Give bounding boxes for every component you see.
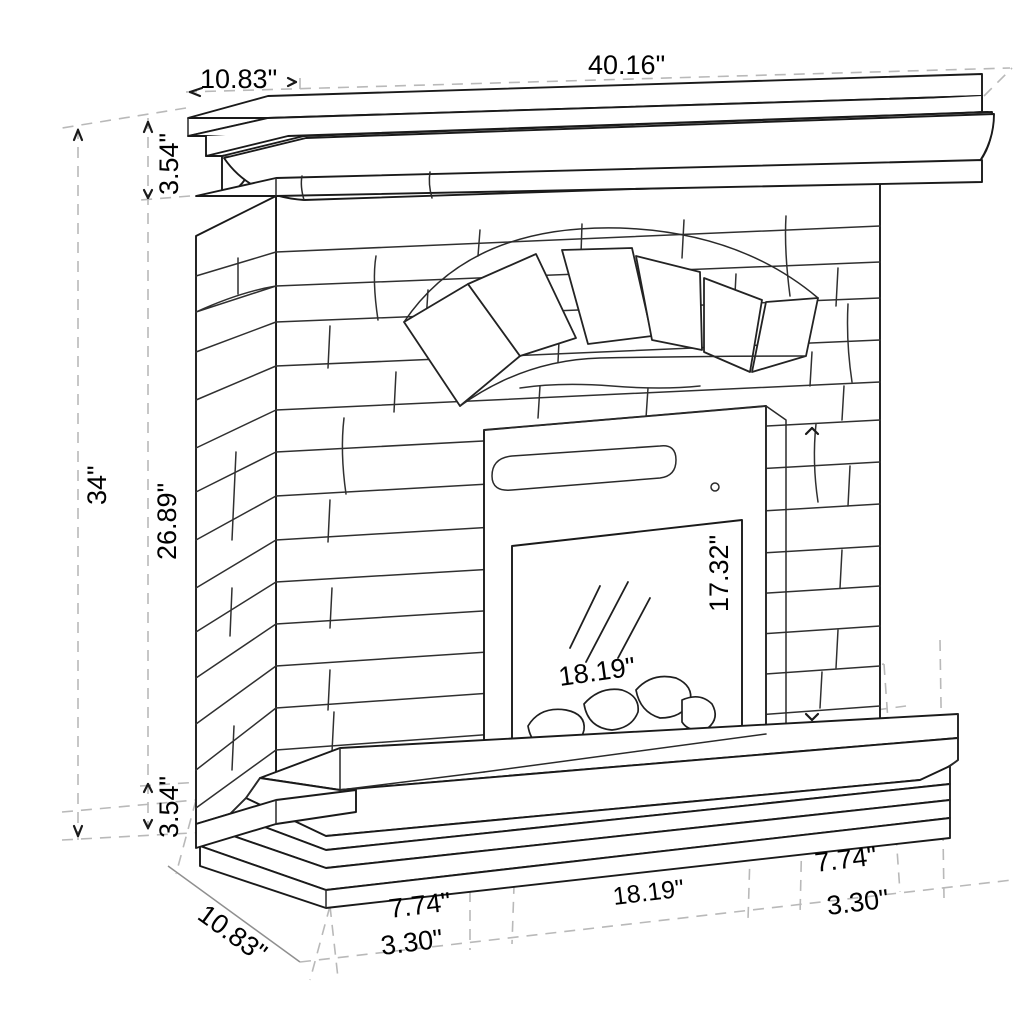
arch-keystone-band <box>403 227 819 407</box>
dim-top-width: 40.16" <box>588 50 665 80</box>
left-side-stone-courses <box>195 251 277 809</box>
firebox-base-lines <box>339 733 767 791</box>
dim-mantel-thickness: 3.54" <box>154 133 184 195</box>
glass-reflection <box>569 581 651 663</box>
dim-top-depth: 10.83" <box>200 64 277 94</box>
dim-base-height: 3.54" <box>154 776 184 838</box>
vent-slot <box>491 445 677 491</box>
dim-leg-right-inner: 3.30" <box>825 884 890 921</box>
dim-leg-left: 7.74" <box>387 887 452 924</box>
mantel-shelf <box>187 73 995 201</box>
dim-opening-width: 18.19" <box>611 874 685 910</box>
lintel-stones <box>519 383 701 419</box>
dim-leg-left-inner: 3.30" <box>379 924 444 961</box>
base-plinth <box>195 713 959 909</box>
led-indicator <box>710 482 720 492</box>
dimension-arrow-ticks <box>72 76 820 838</box>
dim-leg-right: 7.74" <box>813 841 878 878</box>
dim-glass-height: 17.32" <box>704 535 734 612</box>
dim-body-height: 26.89" <box>152 483 182 560</box>
dim-total-height: 34" <box>82 465 112 505</box>
